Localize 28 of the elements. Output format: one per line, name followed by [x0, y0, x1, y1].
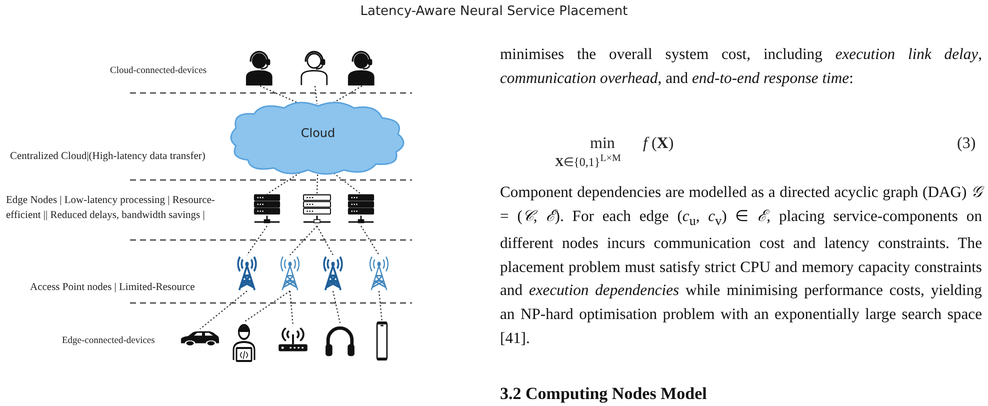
server-rack-icon [347, 194, 375, 226]
dotted-connector [200, 290, 248, 330]
body-paragraph: minimises the overall system cost, including execution link delay, communication overhead, and end-to-end response time: [500, 45, 982, 89]
layer-label: Edge Nodes | Low-latency processing | Resource-efficient || Reduced delays, bandwidth savings | [6, 194, 216, 223]
dotted-connector [289, 290, 294, 326]
dotted-connector [378, 290, 383, 322]
page-title: Latency-Aware Neural Service Placement [359, 4, 629, 19]
math-expression: f (X) [643, 135, 674, 153]
body-paragraph: Component dependencies are modelled as a directed acyclic graph (DAG) 𝒢 = (𝒞, ℰ). For each edge (c$_{u}$, c$_{v}$) ∈ ℰ, placing service-components on different nodes incurs communication cost and latency constraints. The placement problem must satisfy strict CPU and memory capacity constraints and execution dependencies while minimising performance costs, yielding an NP-hard optimisation problem with an exponentially large search space [41]. [500, 181, 982, 350]
cloud-label: Cloud [300, 126, 336, 140]
dotted-connector [332, 290, 341, 324]
math-operator: min [590, 135, 615, 153]
math-subscript: X∈{0,1}$^{L×M}$ [555, 153, 621, 170]
layer-label: Centralized Cloud|(High-latency data transfer) [10, 151, 206, 162]
layer-label: Access Point nodes | Limited-Resource [30, 282, 195, 293]
dotted-connector [316, 226, 334, 256]
wifi-router-icon [277, 326, 309, 354]
dotted-connector [246, 226, 268, 256]
equation-number: (3) [957, 135, 976, 153]
section-heading: 3.2 Computing Nodes Model [500, 384, 707, 404]
dotted-connector [290, 226, 318, 256]
dotted-connector [244, 290, 290, 322]
layer-label: Cloud-connected-devices [110, 66, 207, 76]
dotted-connector [314, 86, 318, 104]
layer-label: Edge-connected-devices [62, 336, 155, 346]
server-rack-icon [253, 194, 281, 226]
server-rack-icon [302, 194, 332, 226]
dotted-connector [360, 226, 380, 256]
